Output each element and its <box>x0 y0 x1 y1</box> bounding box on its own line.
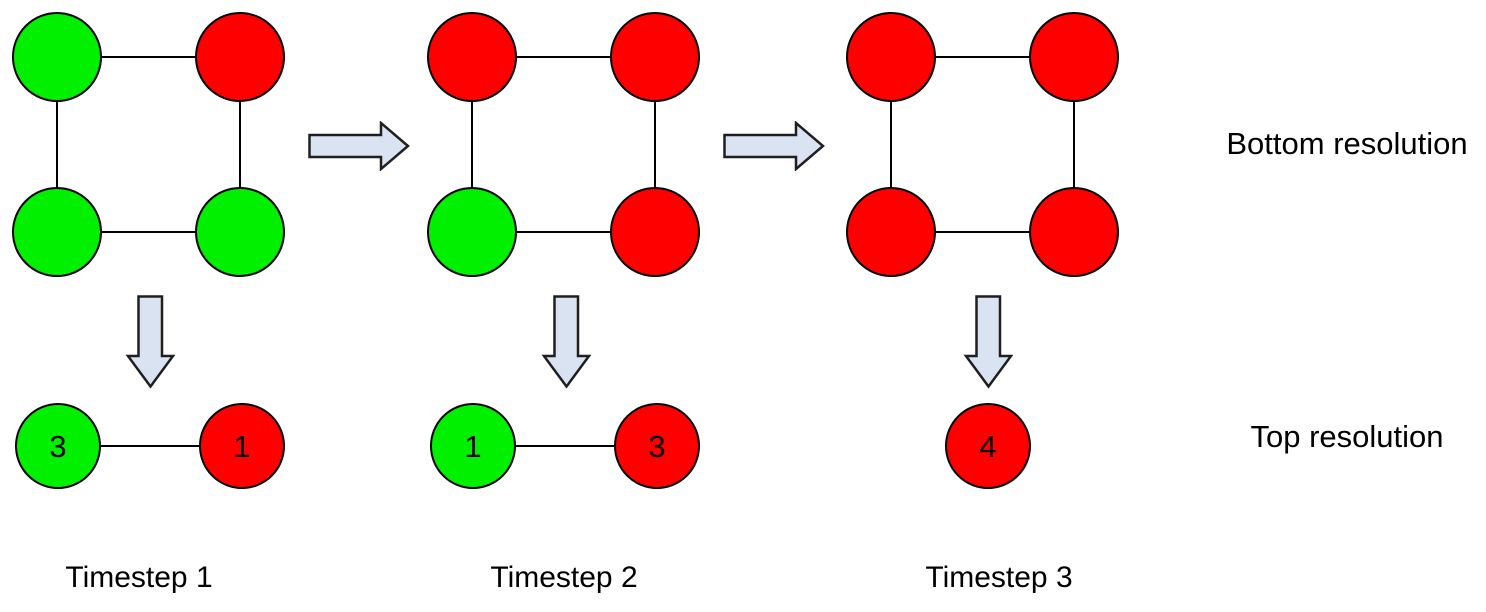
graph-edge <box>654 102 656 187</box>
bottom-node-bottom-right <box>610 187 700 277</box>
top-node: 1 <box>430 403 516 489</box>
top-node: 4 <box>945 403 1031 489</box>
bottom-node-bottom-left <box>846 187 936 277</box>
downsample-arrow-icon <box>125 295 176 389</box>
graph-edge <box>101 445 199 447</box>
top-node-value: 3 <box>648 428 666 464</box>
bottom-node-bottom-left <box>427 187 517 277</box>
top-resolution-label: Top resolution <box>1250 419 1444 454</box>
next-timestep-arrow-icon <box>308 120 410 172</box>
bottom-node-top-right <box>195 12 285 102</box>
graph-edge <box>1073 102 1075 187</box>
timestep-2-label: Timestep 2 <box>490 561 638 594</box>
graph-edge <box>890 102 892 187</box>
bottom-node-top-right <box>610 12 700 102</box>
graph-edge <box>239 102 241 187</box>
timestep-1-label: Timestep 1 <box>65 561 213 594</box>
timestep-3-label: Timestep 3 <box>925 561 1073 594</box>
next-timestep-arrow-icon <box>723 120 825 172</box>
bottom-resolution-label: Bottom resolution <box>1226 126 1468 161</box>
bottom-node-bottom-left <box>12 187 102 277</box>
graph-edge <box>516 445 614 447</box>
bottom-node-top-left <box>846 12 936 102</box>
graph-edge <box>936 56 1029 58</box>
bottom-node-top-right <box>1029 12 1119 102</box>
bottom-node-top-left <box>12 12 102 102</box>
graph-edge <box>56 102 58 187</box>
top-node-value: 4 <box>979 428 997 464</box>
graph-edge <box>102 56 195 58</box>
top-node: 3 <box>15 403 101 489</box>
top-node-value: 1 <box>233 428 251 464</box>
graph-edge <box>517 56 610 58</box>
graph-edge <box>517 231 610 233</box>
bottom-node-bottom-right <box>195 187 285 277</box>
graph-edge <box>471 102 473 187</box>
bottom-node-bottom-right <box>1029 187 1119 277</box>
downsample-arrow-icon <box>963 295 1014 389</box>
top-node: 3 <box>614 403 700 489</box>
graph-edge <box>102 231 195 233</box>
top-node-value: 3 <box>49 428 67 464</box>
downsample-arrow-icon <box>541 295 592 389</box>
top-node: 1 <box>199 403 285 489</box>
graph-edge <box>936 231 1029 233</box>
bottom-node-top-left <box>427 12 517 102</box>
top-node-value: 1 <box>464 428 482 464</box>
